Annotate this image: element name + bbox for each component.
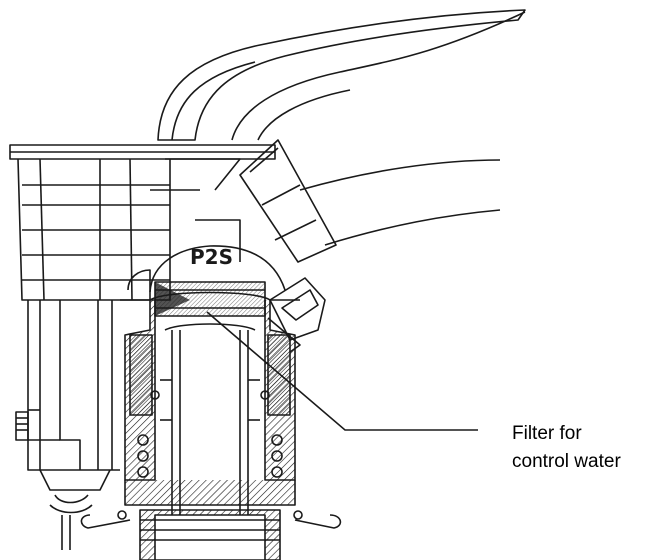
upper-housing xyxy=(9,144,276,301)
filter-callout: Filter for control water xyxy=(512,420,621,476)
lower-left-body xyxy=(15,300,120,550)
callout-leader-line xyxy=(206,311,478,431)
filter-dome xyxy=(127,245,286,317)
base-coupling xyxy=(80,480,342,560)
pivot-block xyxy=(239,139,337,263)
callout-line-2: control water xyxy=(512,451,621,472)
callout-line-1: Filter for xyxy=(512,423,582,444)
stamp-label: P2S xyxy=(190,245,233,269)
lever-handle xyxy=(157,9,526,246)
valve-walls xyxy=(120,291,300,481)
seal-rings xyxy=(117,390,303,520)
